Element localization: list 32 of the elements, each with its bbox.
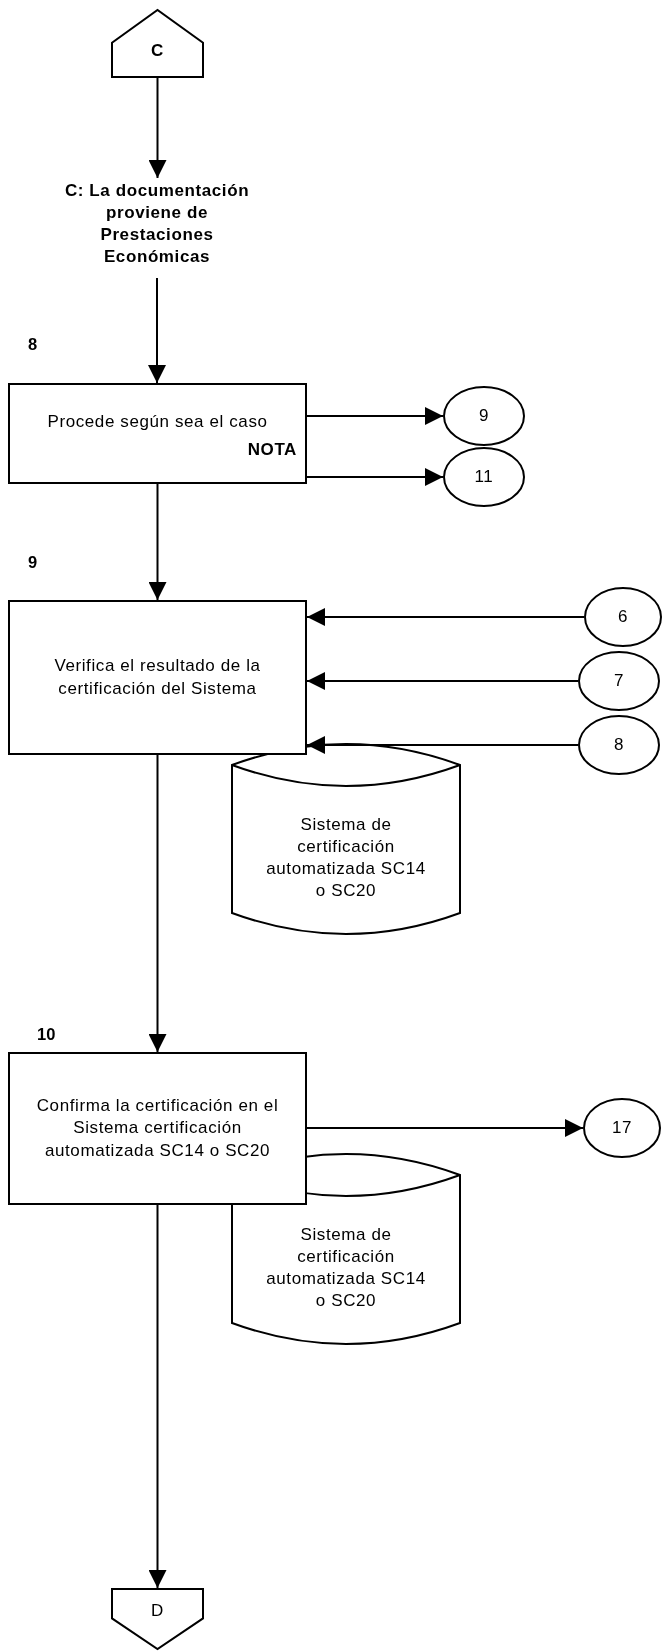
step-text: Verifica el resultado de la certificación del Sistema xyxy=(53,655,262,700)
connector-number: 9 xyxy=(478,404,490,427)
step-number: 9 xyxy=(28,553,38,572)
connector-number: 7 xyxy=(613,669,625,692)
step-text: C xyxy=(151,40,164,63)
arrow xyxy=(148,483,167,601)
arrow xyxy=(306,468,444,486)
arrow xyxy=(306,608,585,626)
connector-number: 17 xyxy=(611,1116,633,1139)
arrow xyxy=(148,77,167,179)
process-box xyxy=(8,1052,307,1205)
note-reference: NOTA xyxy=(247,439,297,461)
arrow xyxy=(306,736,579,754)
step-text: Confirma la certificación en el Sistema certificación automatizada SC14 o SC20 xyxy=(35,1095,280,1162)
step-text: Procede según sea el caso xyxy=(47,411,268,434)
arrow xyxy=(306,672,579,690)
arrow xyxy=(306,1119,584,1137)
note-text: C: La documentación proviene de Prestaciones Económicas xyxy=(63,180,251,269)
step-text: Sistema de certificación automatizada SC14 o SC20 xyxy=(265,1223,427,1313)
step-number: 10 xyxy=(37,1025,56,1044)
process-box xyxy=(8,383,307,484)
connector-number: 11 xyxy=(474,465,494,488)
process-box xyxy=(8,600,307,755)
step-text: Sistema de certificación automatizada SC14 o SC20 xyxy=(265,813,427,903)
arrow xyxy=(148,754,167,1053)
step-number: 8 xyxy=(28,335,38,354)
connector-number: 6 xyxy=(617,605,629,628)
arrow xyxy=(306,407,444,425)
arrow xyxy=(148,1204,167,1589)
arrow xyxy=(148,277,166,384)
step-text: D xyxy=(151,1599,164,1622)
connector-number: 8 xyxy=(613,733,625,756)
